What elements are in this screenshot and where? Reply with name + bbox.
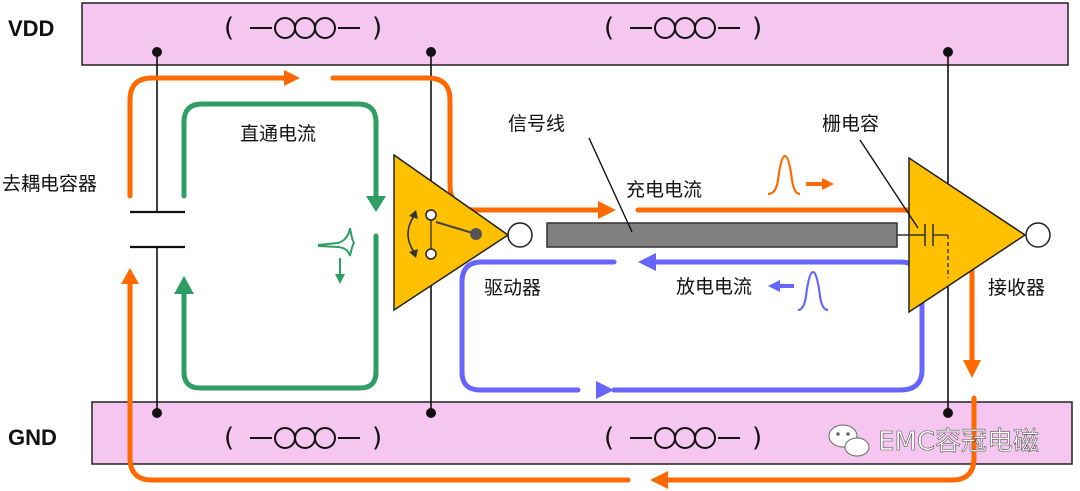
- vdd-inductor-left: ( ): [224, 13, 382, 43]
- charging-arrowhead-receiver: [963, 360, 981, 378]
- driver-buffer: [393, 153, 533, 312]
- gnd-inductor-left: ( ): [224, 423, 382, 453]
- wechat-icon: [828, 424, 870, 457]
- receiver-label: 接收器: [988, 277, 1045, 299]
- discharging-current-pulse-icon: [797, 270, 829, 312]
- through-current-arrowhead-up: [174, 276, 194, 294]
- charging-arrowhead-signal: [598, 201, 616, 219]
- svg-text:): ): [752, 13, 762, 43]
- charging-arrowhead-gnd: [650, 471, 668, 489]
- charging-arrowhead-top: [284, 70, 300, 86]
- through-current-loop: [181, 101, 379, 391]
- gnd-label: GND: [8, 425, 57, 450]
- svg-text:(: (: [224, 423, 234, 453]
- through-current-label: 直通电流: [240, 123, 316, 145]
- svg-text:): ): [372, 13, 382, 43]
- svg-text:): ): [372, 423, 382, 453]
- charging-arrowhead-left: [121, 268, 139, 284]
- gnd-inductor-right: ( ): [604, 423, 762, 453]
- signal-line-leader: [588, 137, 633, 233]
- charging-current-label: 充电电流: [626, 179, 702, 201]
- discharging-arrowhead-top: [638, 253, 656, 271]
- svg-text:(: (: [224, 13, 234, 43]
- watermark: EMC容冠电磁: [828, 424, 1039, 457]
- vdd-rail: [81, 2, 1069, 66]
- svg-text:(: (: [604, 13, 614, 43]
- through-current-arrowhead-down: [366, 196, 386, 212]
- discharging-current-label: 放电电流: [676, 276, 752, 298]
- discharging-arrowhead-bottom: [596, 381, 614, 399]
- signal-line-label: 信号线: [508, 113, 565, 135]
- receiver-buffer: [897, 156, 1051, 314]
- decoupling-capacitor-label: 去耦电容器: [2, 173, 97, 195]
- charging-current-pulse-icon: [767, 154, 801, 196]
- driver-label: 驱动器: [484, 277, 541, 299]
- junction-dots: [152, 47, 953, 418]
- svg-text:): ): [752, 423, 762, 453]
- vdd-inductor-right: ( ): [604, 13, 762, 43]
- vdd-label: VDD: [8, 16, 54, 41]
- watermark-text: EMC容冠电磁: [878, 427, 1039, 457]
- svg-text:(: (: [604, 423, 614, 453]
- gnd-rail: [91, 401, 1073, 465]
- gate-capacitance-label: 栅电容: [822, 113, 879, 135]
- decoupling-capacitor: [130, 210, 185, 249]
- signal-line: [546, 222, 898, 248]
- through-current-pulse-icon: [317, 227, 356, 257]
- gate-capacitance-leader: [859, 139, 919, 229]
